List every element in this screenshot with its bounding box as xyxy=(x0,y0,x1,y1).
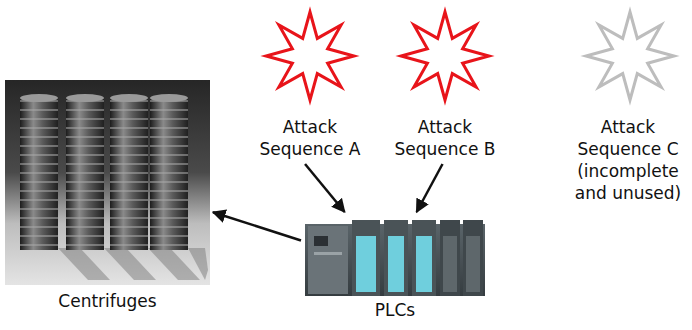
arrow-connector xyxy=(305,164,345,212)
centrifuge-rings xyxy=(66,100,104,250)
plc-unit: PLCs xyxy=(305,215,485,321)
attack-star xyxy=(401,12,489,100)
plc-panel xyxy=(388,236,404,292)
plc-panel xyxy=(416,236,432,292)
attack-star xyxy=(266,12,354,100)
plc-panel xyxy=(466,236,480,292)
node-label: Attack Sequence B xyxy=(383,116,507,160)
centrifuge-cap xyxy=(110,94,148,102)
arrow-connector xyxy=(417,164,443,212)
centrifuge-cap xyxy=(150,94,188,102)
plc-module xyxy=(440,220,460,296)
centrifuge-column xyxy=(110,98,148,250)
centrifuge-rings xyxy=(110,100,148,250)
unused-attack-star xyxy=(586,12,674,100)
centrifuge-cap xyxy=(20,94,58,102)
centrifuge-column xyxy=(20,98,58,250)
unused-attack-sequence: Attack Sequence C (incomplete and unused… xyxy=(566,12,690,204)
floor-shadow xyxy=(104,248,156,280)
plc-module xyxy=(463,220,483,296)
centrifuge-rings xyxy=(20,100,58,250)
centrifuge-column xyxy=(66,98,104,250)
centrifuge-room xyxy=(5,80,210,285)
floor-shadow xyxy=(188,248,208,280)
plc-panel xyxy=(356,236,376,292)
centrifuge-group: Centrifuges xyxy=(5,80,210,312)
attack-sequence: Attack Sequence B xyxy=(383,12,507,160)
centrifuge-rings xyxy=(150,100,188,250)
plc-module xyxy=(412,220,436,296)
node-label: Attack Sequence A xyxy=(248,116,372,160)
node-label: PLCs xyxy=(305,299,485,321)
plc-panel xyxy=(443,236,457,292)
plc-detail xyxy=(314,252,342,255)
node-label: Attack Sequence C (incomplete and unused… xyxy=(566,116,690,204)
plc-power-module xyxy=(308,226,348,294)
plc-module xyxy=(384,220,408,296)
attack-sequence: Attack Sequence A xyxy=(248,12,372,160)
arrow-connector xyxy=(213,212,301,240)
plc-module xyxy=(352,220,380,296)
centrifuge-column xyxy=(150,98,188,250)
centrifuge-cap xyxy=(66,94,104,102)
node-label: Centrifuges xyxy=(5,290,210,312)
plc-detail xyxy=(314,236,328,246)
floor-shadow xyxy=(58,248,110,280)
